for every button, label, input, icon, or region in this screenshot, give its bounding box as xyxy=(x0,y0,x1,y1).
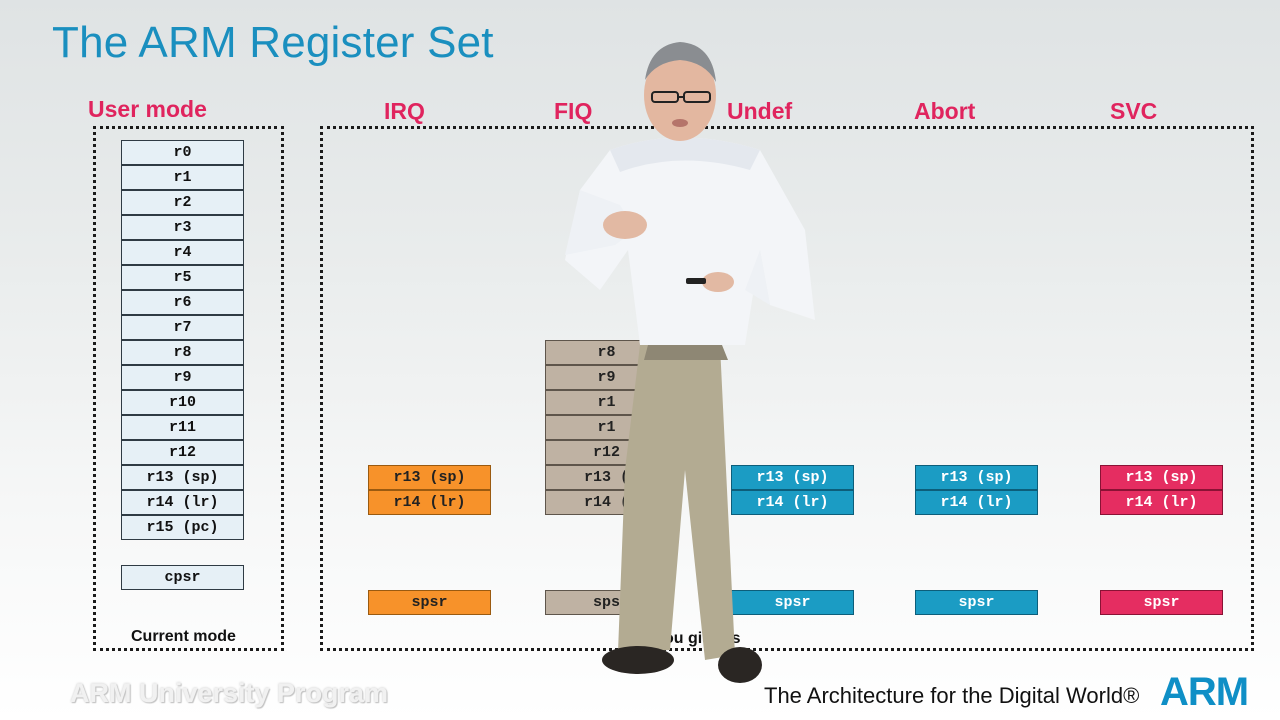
fiq-spsr: sps xyxy=(545,590,668,615)
user-register: r12 xyxy=(121,440,244,465)
user-register: r1 xyxy=(121,165,244,190)
fiq-register: r1 xyxy=(545,390,668,415)
fiq-register: r9 xyxy=(545,365,668,390)
undef-register: r13 (sp) xyxy=(731,465,854,490)
svc-register: r14 (lr) xyxy=(1100,490,1223,515)
undef-spsr: spsr xyxy=(731,590,854,615)
slide-title: The ARM Register Set xyxy=(52,18,494,67)
arm-logo: ARM xyxy=(1160,670,1249,714)
user-register: r0 xyxy=(121,140,244,165)
mode-label-svc: SVC xyxy=(1110,98,1158,124)
university-program-watermark: ARM University Program xyxy=(70,678,389,708)
user-register: r6 xyxy=(121,290,244,315)
user-register: r4 xyxy=(121,240,244,265)
user-mode-box xyxy=(93,126,284,651)
mode-label-abort: Abort xyxy=(914,98,976,124)
user-register: r8 xyxy=(121,340,244,365)
irq-register: r14 (lr) xyxy=(368,490,491,515)
undef-register: r14 (lr) xyxy=(731,490,854,515)
fiq-register: r14 ( xyxy=(545,490,668,515)
svc-register: r13 (sp) xyxy=(1100,465,1223,490)
abort-register: r13 (sp) xyxy=(915,465,1038,490)
current-mode-caption: Current mode xyxy=(131,628,236,645)
user-register: r11 xyxy=(121,415,244,440)
user-register: r7 xyxy=(121,315,244,340)
abort-register: r14 (lr) xyxy=(915,490,1038,515)
irq-spsr: spsr xyxy=(368,590,491,615)
fiq-register: r13 ( xyxy=(545,465,668,490)
user-register: r9 xyxy=(121,365,244,390)
fiq-register: r12 xyxy=(545,440,668,465)
user-register: r13 (sp) xyxy=(121,465,244,490)
banked-registers-caption: ked ou gisters xyxy=(632,630,741,647)
fiq-register: r8 xyxy=(545,340,668,365)
fiq-register: r1 xyxy=(545,415,668,440)
banked-registers-box xyxy=(320,126,1254,651)
footer-tagline: The Architecture for the Digital World® xyxy=(764,683,1140,708)
abort-spsr: spsr xyxy=(915,590,1038,615)
cpsr-register: cpsr xyxy=(121,565,244,590)
user-register: r15 (pc) xyxy=(121,515,244,540)
mode-label-irq: IRQ xyxy=(384,98,425,124)
mode-label-user: User mode xyxy=(88,96,207,122)
irq-register: r13 (sp) xyxy=(368,465,491,490)
user-register: r14 (lr) xyxy=(121,490,244,515)
mode-label-fiq: FIQ xyxy=(554,98,593,124)
user-register: r3 xyxy=(121,215,244,240)
mode-label-undef: Undef xyxy=(727,98,793,124)
svc-spsr: spsr xyxy=(1100,590,1223,615)
user-register: r5 xyxy=(121,265,244,290)
user-register: r10 xyxy=(121,390,244,415)
user-register: r2 xyxy=(121,190,244,215)
